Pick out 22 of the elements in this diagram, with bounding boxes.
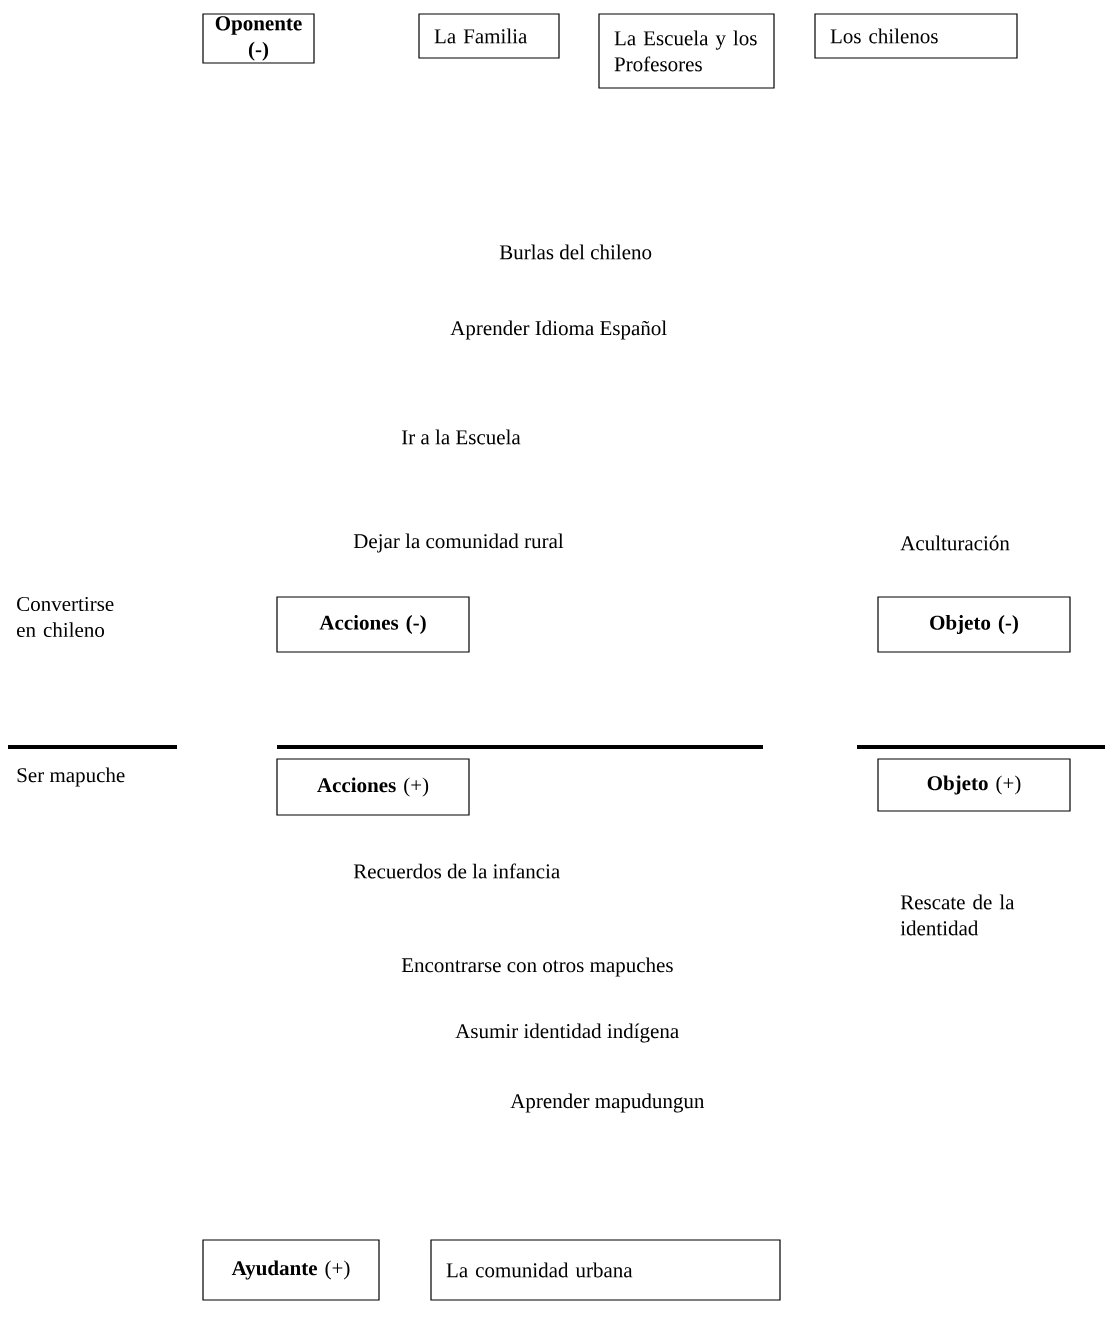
- text-label: Ser mapuche: [17, 767, 125, 787]
- text-label: Aprender Idioma Español: [450, 320, 667, 340]
- text-label: Rescate de la identidad: [900, 894, 1015, 936]
- text-label: Encontrarse con otros mapuches: [401, 957, 673, 977]
- text-box: Objeto (-): [877, 596, 1071, 653]
- text-box: Oponente (-): [202, 13, 315, 64]
- text-box: Objeto (+): [877, 758, 1071, 812]
- text-box: La Familia: [418, 13, 560, 59]
- text-box: Ayudante (+): [202, 1239, 380, 1301]
- text-box: Acciones (+): [276, 758, 470, 816]
- text-box: Los chilenos: [814, 13, 1018, 59]
- text-label: Asumir identidad indígena: [455, 1023, 679, 1043]
- text-box: Acciones (-): [276, 596, 470, 653]
- text-label: Dejar la comunidad rural: [353, 533, 564, 553]
- text-box: La comunidad urbana: [430, 1239, 781, 1301]
- text-label: Burlas del chileno: [499, 244, 652, 260]
- text-label: Recuerdos de la infancia: [353, 863, 560, 879]
- text-label: Convertirse en chileno: [17, 596, 114, 638]
- text-label: Aculturación: [900, 535, 1010, 551]
- text-label: Aprender mapudungun: [510, 1093, 705, 1113]
- text-box: La Escuela y los Profesores: [598, 13, 775, 89]
- text-label: Ir a la Escuela: [401, 429, 521, 445]
